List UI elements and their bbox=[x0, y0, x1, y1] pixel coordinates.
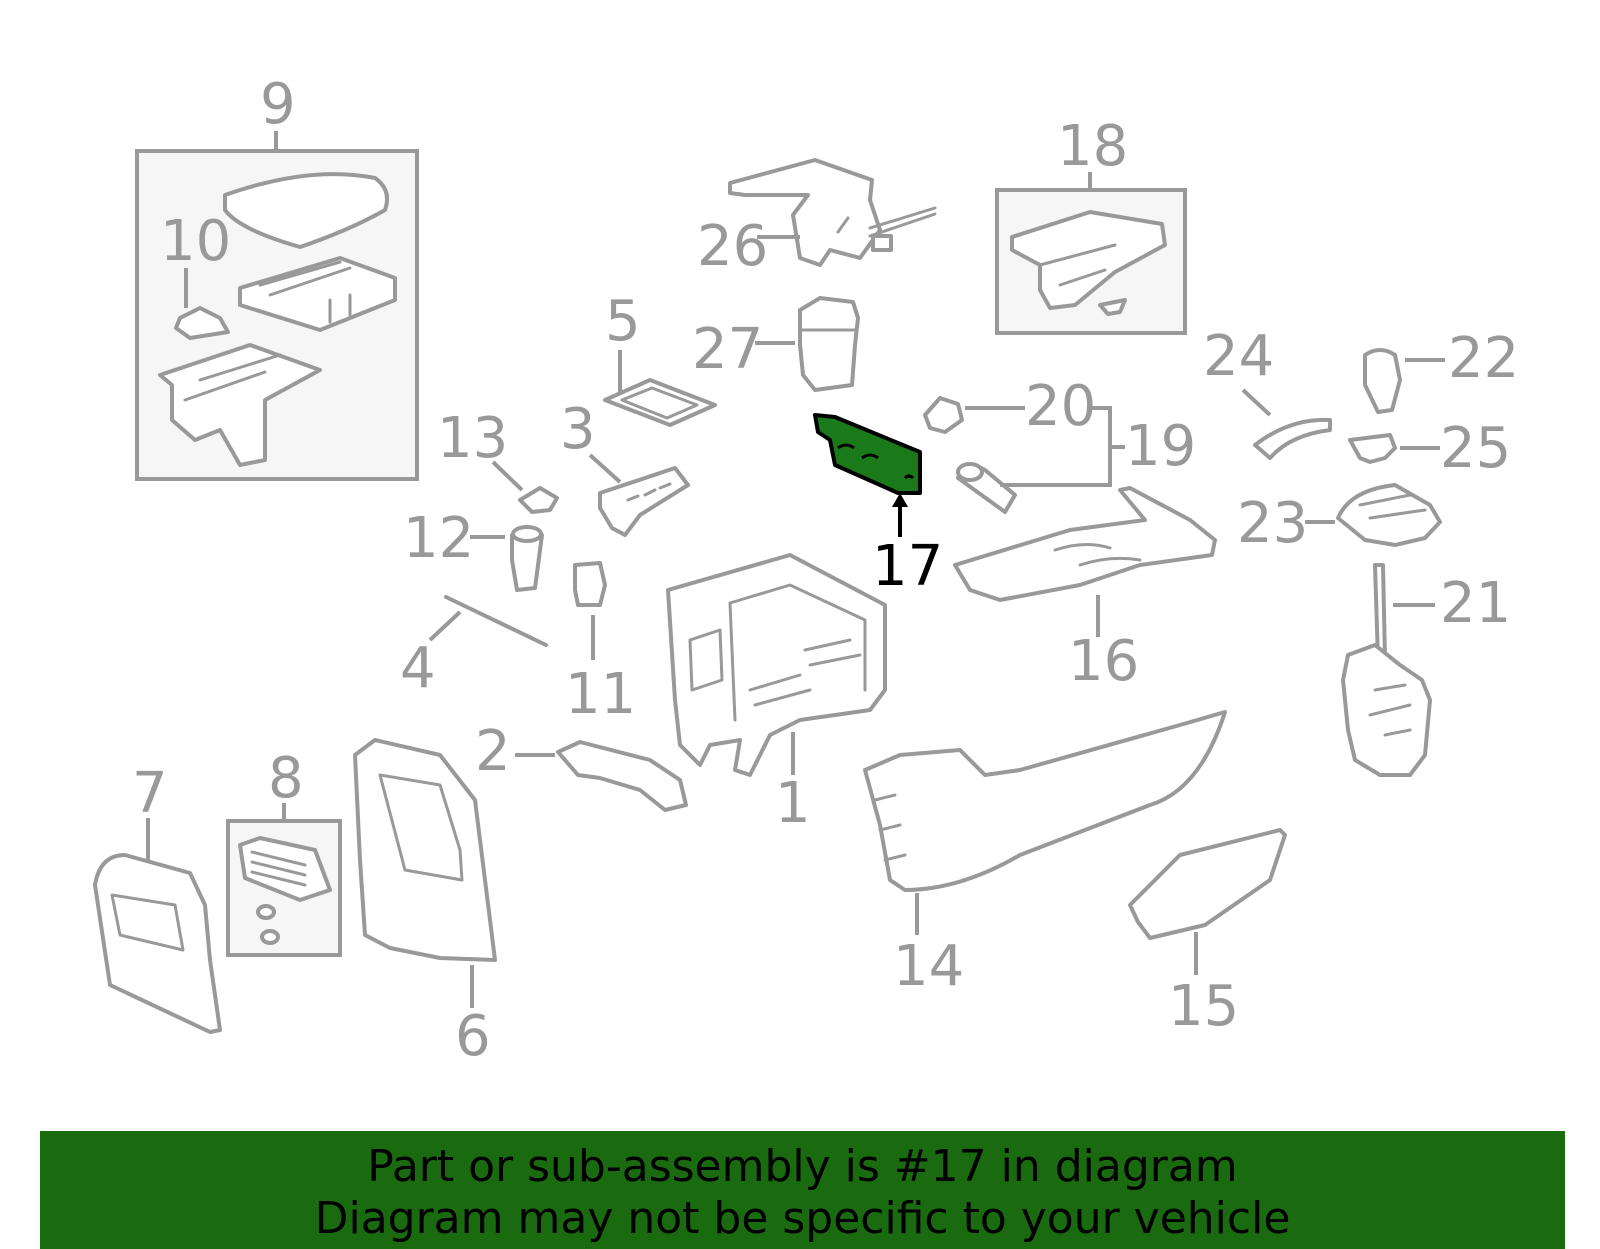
callout-21: 21 bbox=[1440, 571, 1511, 636]
callout-7: 7 bbox=[132, 761, 168, 826]
part-24-trim[interactable] bbox=[1241, 388, 1332, 460]
part-16-center-tray[interactable] bbox=[953, 486, 1217, 637]
callout-25: 25 bbox=[1440, 416, 1511, 481]
part-25-clip[interactable] bbox=[1348, 433, 1440, 464]
part-23-shift-boot[interactable] bbox=[1305, 483, 1442, 547]
callout-15: 15 bbox=[1168, 974, 1239, 1039]
callout-5: 5 bbox=[605, 289, 641, 354]
part-22-shift-knob[interactable] bbox=[1363, 348, 1445, 414]
part-5-tray[interactable] bbox=[603, 350, 717, 427]
callout-6: 6 bbox=[455, 1004, 491, 1069]
callout-12: 12 bbox=[403, 506, 474, 571]
part-8-vent-assembly[interactable] bbox=[226, 803, 342, 957]
part-6-rear-trim[interactable] bbox=[353, 738, 497, 1008]
callout-26: 26 bbox=[697, 214, 768, 279]
callout-9: 9 bbox=[260, 72, 296, 137]
callout-17: 17 bbox=[872, 534, 943, 599]
callout-10: 10 bbox=[160, 209, 231, 274]
part-12-socket[interactable] bbox=[470, 525, 544, 592]
part-19-socket[interactable] bbox=[956, 406, 1125, 514]
callout-27: 27 bbox=[692, 317, 763, 382]
part-2-bracket[interactable] bbox=[515, 740, 688, 812]
part-1-console-box[interactable] bbox=[666, 553, 887, 777]
callout-11: 11 bbox=[565, 662, 636, 727]
callout-8: 8 bbox=[268, 746, 304, 811]
callout-16: 16 bbox=[1068, 629, 1139, 694]
callout-3: 3 bbox=[560, 397, 596, 462]
part-26-bracket[interactable] bbox=[728, 158, 937, 267]
part-15-trim-panel[interactable] bbox=[1128, 828, 1287, 975]
part-9-armrest-assembly[interactable] bbox=[135, 131, 419, 481]
banner-line-1: Part or sub-assembly is #17 in diagram bbox=[367, 1141, 1238, 1192]
callout-4: 4 bbox=[400, 636, 436, 701]
part-11-switch[interactable] bbox=[573, 561, 607, 660]
part-17-highlighted-panel[interactable] bbox=[813, 413, 922, 537]
callout-1: 1 bbox=[775, 771, 811, 836]
part-7-rear-panel[interactable] bbox=[93, 818, 222, 1034]
part-20-knob[interactable] bbox=[923, 396, 1025, 434]
callout-23: 23 bbox=[1237, 491, 1308, 556]
callout-22: 22 bbox=[1448, 326, 1519, 391]
callout-2: 2 bbox=[475, 719, 511, 784]
part-4-rod[interactable] bbox=[428, 595, 548, 647]
part-27-pocket[interactable] bbox=[755, 296, 860, 392]
callout-19: 19 bbox=[1125, 414, 1196, 479]
callout-18: 18 bbox=[1057, 114, 1128, 179]
callout-24: 24 bbox=[1203, 324, 1274, 389]
part-21-shifter[interactable] bbox=[1341, 563, 1435, 777]
callout-14: 14 bbox=[893, 934, 964, 999]
part-14-console-side-trim[interactable] bbox=[863, 710, 1227, 935]
part-13-clip[interactable] bbox=[491, 460, 559, 514]
callout-13: 13 bbox=[437, 406, 508, 471]
banner-line-2: Diagram may not be specific to your vehi… bbox=[314, 1193, 1291, 1244]
part-3-switch-panel[interactable] bbox=[588, 453, 690, 537]
part-18-cup-holder-assembly[interactable] bbox=[995, 172, 1187, 335]
info-banner: Part or sub-assembly is #17 in diagram D… bbox=[40, 1131, 1565, 1249]
callout-20: 20 bbox=[1025, 374, 1096, 439]
